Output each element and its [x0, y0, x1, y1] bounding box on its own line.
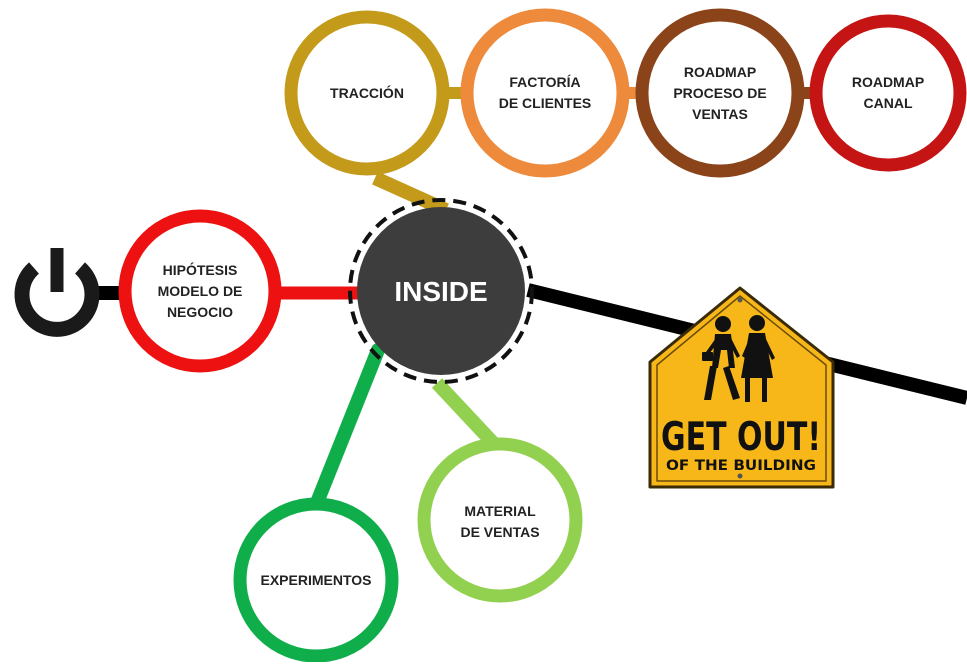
circle-material [417, 437, 583, 603]
connector-traccion [372, 171, 449, 217]
label-material-line-2: DE VENTAS [460, 524, 540, 540]
label-roadmap-canal-line-1: ROADMAP [851, 74, 925, 90]
label-hipotesis-line-1: HIPÓTESIS [162, 261, 238, 278]
label-hipotesis-line-2: MODELO DE [157, 282, 243, 299]
center-label-text: INSIDE [394, 276, 488, 307]
sign-inner-border [656, 295, 827, 482]
circle-roadmap-canal [809, 14, 967, 172]
connector-experimentos [311, 343, 385, 507]
circle-traccion [284, 10, 450, 176]
label-hipotesis: HIPÓTESIS MODELO DE NEGOCIO [135, 256, 265, 326]
connector-material [431, 378, 501, 450]
label-roadmap-canal-line-2: CANAL [863, 95, 913, 111]
label-factoria-line-2: DE CLIENTES [498, 95, 592, 111]
center-label: INSIDE [371, 271, 511, 313]
sign-bolt-bottom [737, 473, 743, 479]
label-roadmap-ventas-line-1: ROADMAP [683, 63, 757, 80]
label-roadmap-ventas-line-3: VENTAS [692, 105, 748, 122]
circle-roadmap-ventas [635, 8, 805, 178]
power-icon [14, 248, 100, 337]
label-experimentos-line-1: EXPERIMENTOS [260, 571, 372, 588]
label-traccion: TRACCIÓN [307, 63, 427, 123]
label-roadmap-canal: ROADMAP CANAL [830, 63, 946, 123]
center-circle [357, 207, 525, 375]
circle-factoria [460, 8, 630, 178]
label-roadmap-ventas-line-2: PROCESO DE [673, 84, 767, 101]
label-hipotesis-line-3: NEGOCIO [166, 303, 234, 320]
sign-line2: OF THE BUILDING [666, 458, 816, 474]
sign-line1: GET OUT! [661, 415, 821, 460]
get-out-sign: GET OUT! OF THE BUILDING [648, 286, 835, 489]
label-roadmap-ventas: ROADMAP PROCESO DE VENTAS [655, 58, 785, 128]
label-factoria-line-1: FACTORÍA [509, 74, 581, 90]
label-experimentos: EXPERIMENTOS [246, 565, 386, 595]
center-circle-dashed-ring [348, 198, 534, 384]
sign-background [648, 286, 835, 489]
label-factoria: FACTORÍA DE CLIENTES [480, 63, 610, 123]
sign-bolt-top [737, 297, 743, 303]
label-material: MATERIAL DE VENTAS [440, 497, 560, 547]
label-traccion-line-1: TRACCIÓN [330, 84, 404, 101]
pedestrians-icon [702, 315, 775, 402]
label-material-line-1: MATERIAL [464, 503, 536, 519]
circle-hipotesis [118, 209, 282, 373]
circle-experimentos [233, 497, 399, 663]
